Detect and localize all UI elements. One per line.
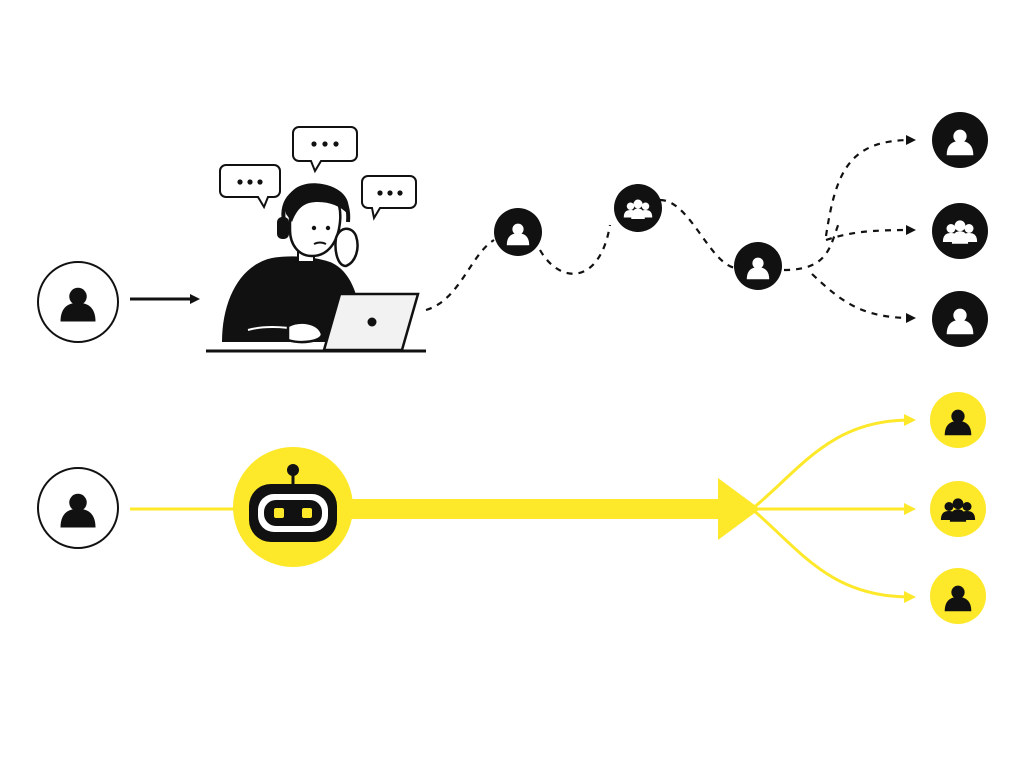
- robot-icon: [249, 464, 337, 542]
- output-node-bottom-2: [930, 481, 986, 537]
- output-node-top-1: [932, 112, 988, 168]
- dashed-branch-middle: [825, 225, 916, 242]
- yellow-main-arrow-shaft: [330, 499, 722, 519]
- yellow-branch-top: [751, 414, 916, 511]
- laptop-icon: [322, 292, 420, 352]
- speech-bubble-left: [219, 164, 281, 210]
- output-node-bottom-1: [930, 392, 986, 448]
- bot-node: [233, 447, 353, 567]
- yellow-main-arrow-head: [718, 478, 760, 540]
- dashed-branch-top: [824, 135, 916, 237]
- winding-dashed-path: [425, 198, 842, 312]
- output-node-top-2: [932, 203, 988, 259]
- hop-node-user-2: [734, 242, 782, 290]
- headset-agent-icon: [222, 183, 362, 344]
- speech-bubble-right: [361, 175, 417, 221]
- dashed-branch-bottom: [811, 273, 916, 323]
- yellow-branch-bottom: [751, 507, 916, 603]
- speech-bubble-top: [292, 126, 358, 174]
- output-node-bottom-3: [930, 568, 986, 624]
- speech-bubble-ellipsis-icon: [311, 141, 339, 147]
- source-user-node-bottom: [37, 467, 119, 549]
- hop-node-group: [614, 184, 662, 232]
- manual-flow-row: [37, 112, 988, 353]
- speech-bubble-ellipsis-icon: [237, 179, 263, 185]
- source-user-node-top: [37, 261, 119, 343]
- speech-bubble-ellipsis-icon: [377, 190, 403, 196]
- automated-flow-row: [37, 392, 986, 624]
- hop-node-user-1: [494, 208, 542, 256]
- output-node-top-3: [932, 291, 988, 347]
